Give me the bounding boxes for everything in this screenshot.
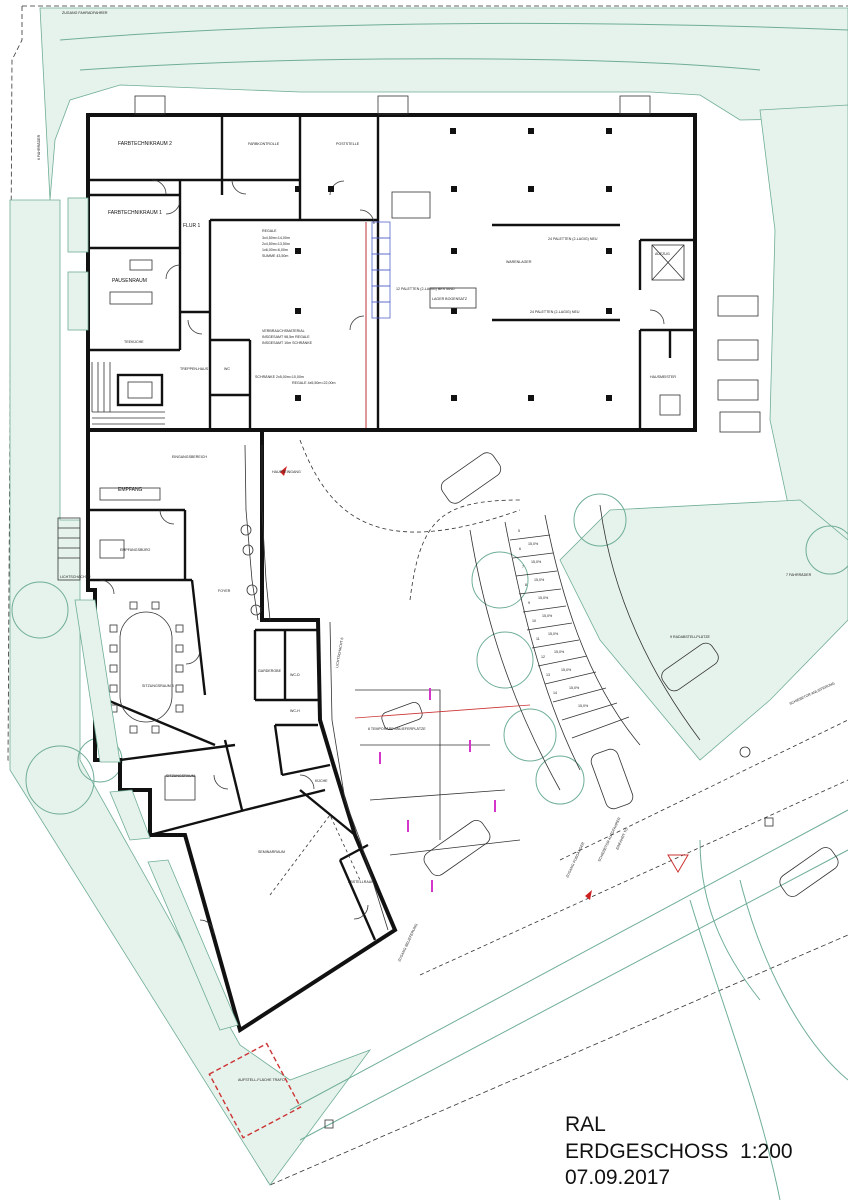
label-regale-title: REGALE xyxy=(262,229,277,233)
room-label-treppenhaus: TREPPEN-HAUS xyxy=(180,367,209,371)
columns xyxy=(295,128,612,401)
svg-text:15,0%: 15,0% xyxy=(548,632,559,636)
label-zugang-fussgaenger: ZUGANG FUßGÄNGER xyxy=(565,841,585,878)
room-labels: FARBTECHNIKRAUM 2 FARBKONTROLLE POSTSTEL… xyxy=(108,141,676,884)
svg-text:15,0%: 15,0% xyxy=(554,650,565,654)
svg-text:7: 7 xyxy=(522,565,524,569)
parking-bays xyxy=(509,534,630,739)
label-einfahrt: EINFAHRT TG xyxy=(615,827,629,850)
label-7-fahrraeder: 7 FAHRRÄDER xyxy=(786,573,812,577)
label-empfangsbuero: EMPFANGSBÜRO xyxy=(120,548,151,552)
label-trafo: AUFSTELL-FLÄCHE TRAFO xyxy=(238,1078,285,1082)
label-regale-l3: 1x6,00m=6,00m xyxy=(262,248,288,252)
label-regale-l2: 2x4,50m=13,50m xyxy=(262,242,290,246)
svg-text:13: 13 xyxy=(546,673,550,677)
label-verbrauch-l1: VERBRAUCHSMATERIAL xyxy=(262,329,305,333)
label-warenlager: WARENLAGER xyxy=(506,260,532,264)
label-regale-l1: 3x4,50m=14,00m xyxy=(262,236,290,240)
label-empfang: EMPFANG xyxy=(118,487,143,493)
label-sitzungsraum: SITZUNGSRAUM xyxy=(166,774,195,778)
svg-text:6: 6 xyxy=(519,547,521,551)
room-label-farbtechnik2: FARBTECHNIKRAUM 2 xyxy=(118,141,172,147)
label-lichtschacht-b: LICHTSCHACHT 6 xyxy=(335,637,344,668)
room-label-farbkontrolle: FARBKONTROLLE xyxy=(248,142,280,146)
room-label-flur1: FLUR 1 xyxy=(183,223,200,229)
label-hausmeister: HAUSMEISTER xyxy=(650,375,676,379)
label-paletten24a: 24 PALETTEN (2-LAGIG) NEU xyxy=(548,237,598,241)
site-boundary xyxy=(7,5,848,1186)
label-paletten24b: 24 PALETTEN (2-LAGIG) NEU xyxy=(530,310,580,314)
label-lager-bogen: LAGER BOGENSATZ xyxy=(432,297,468,301)
ramp-slope-labels: 15,0% 15,0% 15,0% 15,0% 15,0% 15,0% 15,0… xyxy=(518,529,589,708)
label-temp-parking: 6 TEMPORÄRE ANLIEFERPLÄTZE xyxy=(368,727,426,731)
svg-text:14: 14 xyxy=(553,691,557,695)
label-regale-sum: SUMME 43,50m xyxy=(262,254,288,258)
svg-text:15,0%: 15,0% xyxy=(561,668,572,672)
label-bike-spaces: 9 RADABSTELLPLÄTZE xyxy=(670,635,711,639)
svg-text:15,0%: 15,0% xyxy=(538,596,549,600)
title-sheet: ERDGESCHOSS xyxy=(565,1139,729,1163)
room-label-poststelle: POSTSTELLE xyxy=(336,142,360,146)
label-zugang-fahrrad: ZUGANG FAHRADFAHRER xyxy=(62,11,108,15)
label-seminarraum: SEMINARRAUM xyxy=(258,850,285,854)
label-foyer: FOYER xyxy=(218,589,231,593)
green-area-left xyxy=(9,199,372,1186)
label-barrier-right: SCHIEBETOR ANLIEFERUNG xyxy=(789,681,836,706)
room-label-teekueche: TEEKÜCHE xyxy=(124,340,144,344)
green-area-parking xyxy=(559,499,848,761)
label-paletten12: 12 PALETTEN (2-LAGIG) BESTAND xyxy=(396,287,455,291)
delivery-bays xyxy=(354,688,531,892)
svg-text:8: 8 xyxy=(525,583,527,587)
label-verbrauch-l2: INSGESAMT 98,5m REGALE xyxy=(262,335,310,339)
svg-text:12: 12 xyxy=(541,655,545,659)
svg-text:15,0%: 15,0% xyxy=(578,704,589,708)
label-schraenke: SCHRÄNKE 2x5,00m=10,00m xyxy=(255,375,304,379)
svg-text:5: 5 xyxy=(518,529,520,533)
label-eingangsbereich: EINGANGSBEREICH xyxy=(172,455,207,459)
svg-text:15,0%: 15,0% xyxy=(542,614,553,618)
label-wc-h: WC-H xyxy=(290,709,300,713)
label-lichtschacht: LICHTSCHACHT 2 xyxy=(60,575,91,579)
label-wc-d: WC-D xyxy=(290,673,300,677)
label-regale-b: REGALE 4x5,50m=22,00m xyxy=(292,381,335,385)
label-sitzungsraum3: SITZUNGSRAUM 3 xyxy=(142,684,174,688)
cars xyxy=(381,452,839,897)
svg-text:15,0%: 15,0% xyxy=(528,542,539,546)
svg-text:15,0%: 15,0% xyxy=(531,560,542,564)
svg-text:9: 9 xyxy=(528,601,530,605)
label-abstellraum: ABSTELLRAUM xyxy=(348,880,374,884)
svg-text:10: 10 xyxy=(532,619,536,623)
label-belieferung: ZUGANG BELIEFERUNG xyxy=(397,923,418,963)
svg-text:15,0%: 15,0% xyxy=(534,578,545,582)
road xyxy=(289,719,848,1200)
label-haupteingang: HAUPTEINGANG xyxy=(272,470,301,474)
title-date: 07.09.2017 xyxy=(565,1166,671,1189)
svg-text:15,0%: 15,0% xyxy=(569,686,580,690)
building-north xyxy=(67,95,761,433)
pallet-racks xyxy=(371,221,391,319)
svg-text:11: 11 xyxy=(536,637,540,641)
room-label-pausenraum: PAUSENRAUM xyxy=(112,278,147,284)
label-schiebetor: SCHIEBETOR AUTOFAHRER xyxy=(597,816,621,862)
label-garderobe: GARDEROBE xyxy=(258,669,282,673)
title-scale: 1:200 xyxy=(740,1139,793,1163)
building-south xyxy=(57,430,398,1139)
parking-ramp xyxy=(280,439,839,1129)
chairs-oval xyxy=(109,601,184,734)
title-sheet-line: ERDGESCHOSS 1:200 xyxy=(565,1139,793,1166)
label-kueche: KÜCHE xyxy=(315,779,328,783)
label-6-fahrraeder: 6 FAHRRÄDER xyxy=(37,134,41,160)
label-verbrauch-l3: INSGESAMT 10m SCHRÄNKE xyxy=(262,341,313,345)
green-area-top xyxy=(39,7,848,201)
title-block: RAL ERDGESCHOSS 1:200 07.09.2017 xyxy=(565,1112,793,1192)
trees xyxy=(11,493,848,815)
room-label-farbtechnik1: FARBTECHNIKRAUM 1 xyxy=(108,210,162,216)
room-label-wc: WC xyxy=(224,367,230,371)
title-office: RAL xyxy=(565,1113,606,1136)
label-aufzug: AUFZUG xyxy=(655,252,670,256)
